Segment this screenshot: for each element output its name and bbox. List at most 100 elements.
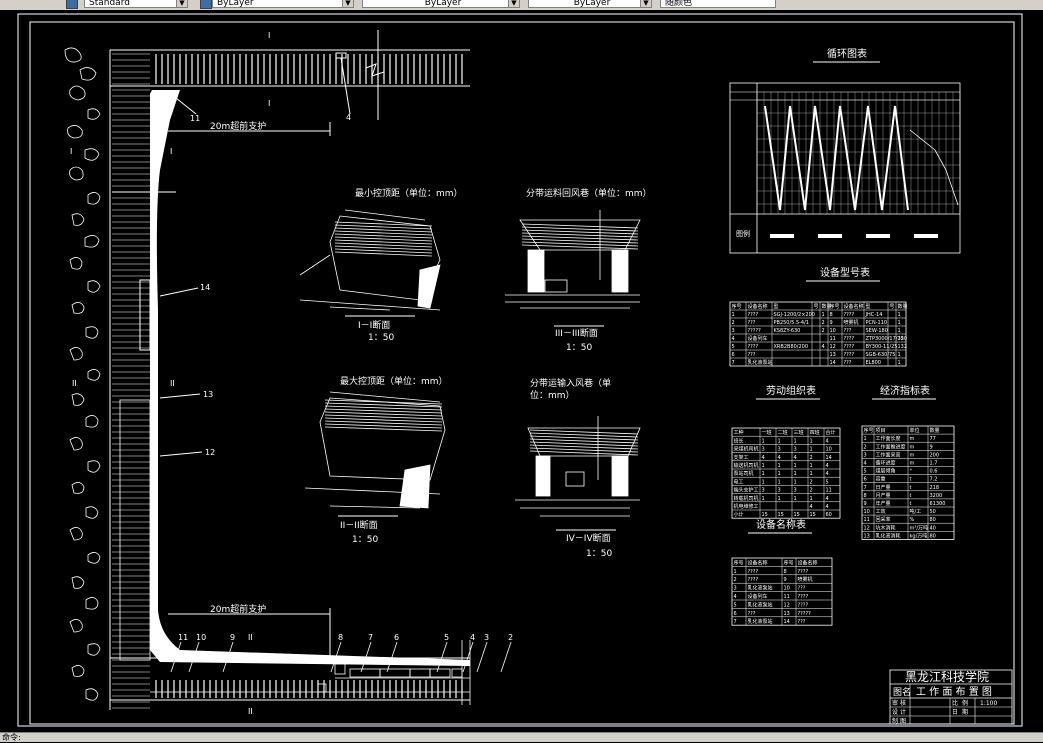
- equipNameTable-cell: ?????: [798, 611, 812, 617]
- textstyle-icon[interactable]: [66, 0, 78, 9]
- equipNameTable-cell: 设备名称: [798, 559, 818, 566]
- cycle-legend-label: 图例: [736, 229, 750, 238]
- bottom-callout-8: 8: [338, 633, 343, 642]
- cycle-title: 循环图表: [827, 47, 867, 60]
- titleblock-row5-cell: 图: [900, 718, 906, 725]
- equipModelTable-cell: SEW-180: [866, 328, 888, 334]
- layer-value: ByLayer: [217, 0, 254, 8]
- section-1-scale: 1：50: [368, 333, 394, 343]
- chevron-down-icon[interactable]: ▼: [508, 0, 519, 7]
- lineweight-combo[interactable]: ByLayer ▼: [528, 0, 652, 8]
- equipNameTable-cell: 6: [734, 611, 737, 617]
- econTable-cell: 11: [864, 517, 870, 523]
- equipModelTable-cell: 12: [830, 344, 836, 350]
- command-line[interactable]: 命令:: [0, 732, 1043, 742]
- equipModelTable-cell: 3: [732, 328, 735, 334]
- section-3-title: 最大控顶距（单位：mm）: [340, 375, 448, 387]
- econTable-cell: 50: [930, 509, 936, 515]
- section-2-scale: 1：50: [566, 343, 592, 353]
- equipNameTable-cell: ????: [798, 602, 809, 608]
- equipNameTable-cell: 乳化液泵站: [748, 601, 773, 608]
- equipModelTable-cell: 数量: [898, 303, 908, 310]
- econTable-cell: 吨/工: [910, 508, 922, 515]
- section-mark-I-left: I: [70, 147, 72, 156]
- chevron-down-icon[interactable]: ▼: [640, 0, 651, 7]
- equipModelTable-cell: 1: [898, 320, 901, 326]
- equipModelTable-cell: 4: [822, 344, 825, 350]
- equipModelTable-cell: ???: [748, 320, 756, 326]
- equip-model-table: 设备型号表 序号设备名称型号数量序号设备名称型号数量1????SGJ-1200/…: [729, 266, 908, 367]
- equipNameTable-cell: 8: [784, 569, 787, 575]
- laborTable-cell: 15: [810, 512, 816, 518]
- econTable-cell: 序号: [864, 427, 874, 434]
- econTable-cell: t: [910, 485, 912, 491]
- equipNameTable-cell: ????: [748, 569, 759, 575]
- plotstyle-combo[interactable]: 随颜色: [660, 0, 776, 8]
- laborTable-cell: 1: [762, 471, 765, 477]
- laborTable-cell: 3: [794, 447, 797, 453]
- equipModelTable-cell: ????: [844, 312, 855, 318]
- equipModelTable-cell: 喷雾机: [844, 319, 859, 326]
- equipModelTable-cell: 4: [732, 336, 735, 342]
- equipModelTable-cell: 6: [732, 352, 735, 358]
- econTable-cell: kg/万吨: [910, 532, 928, 539]
- laborTable-cell: 1: [810, 471, 813, 477]
- econTable-cell: 工效: [876, 508, 886, 515]
- laborTable-cell: 班长: [734, 437, 744, 444]
- drawing-canvas[interactable]: 20m超前支护 11 4 I I I I II II 14 13 12 20m超…: [0, 10, 1043, 732]
- laborTable-cell: 2: [810, 479, 813, 485]
- section-mark-I-right: I: [170, 147, 172, 156]
- laborTable-cell: 2: [810, 488, 813, 494]
- equipNameTable-cell: 乳化液泵站: [748, 618, 773, 625]
- equipModelTable-cell: ZTP3000/17/32: [866, 336, 904, 342]
- titleblock-row3-cell: 比: [952, 699, 958, 707]
- econTable-cell: 3: [864, 452, 867, 458]
- equipModelTable-cell: ?????: [748, 328, 762, 334]
- econTable-cell: 4: [864, 461, 867, 467]
- section-mark-top: I: [268, 31, 270, 40]
- layer-icon[interactable]: [200, 0, 212, 9]
- callout-4-top: 4: [346, 113, 351, 122]
- econTable-cell: 9: [930, 444, 933, 450]
- section-mark-top-2: I: [268, 99, 270, 108]
- econTable-cell: t: [910, 501, 912, 507]
- laborTable-cell: 11: [826, 488, 832, 494]
- equipModelTable-cell: 132: [898, 344, 908, 350]
- equipModelTable-cell: EL800: [866, 360, 882, 366]
- equipModelTable-cell: 1: [822, 312, 825, 318]
- section-3-scale: 1：50: [352, 535, 378, 545]
- equipNameTable-cell: 7: [734, 619, 737, 625]
- econTable-cell: m: [910, 461, 915, 467]
- equipNameTable-cell: 序号: [734, 559, 744, 566]
- titleblock-label: 图名: [893, 686, 911, 698]
- titleblock-row3-cell: 1:100: [980, 700, 997, 707]
- section-4-title-2: 位：mm）: [530, 389, 575, 401]
- econTable-cell: t: [910, 477, 912, 483]
- econTable-cell: 5: [864, 469, 867, 475]
- chevron-down-icon[interactable]: ▼: [176, 0, 187, 7]
- roadway-equipment: [150, 640, 471, 705]
- titleblock-row4-cell: 期: [962, 708, 968, 716]
- callout-12: 12: [205, 448, 215, 457]
- laborTable-cell: 合计: [826, 429, 836, 436]
- textstyle-combo[interactable]: Standard ▼: [84, 0, 188, 8]
- equipModelTable-cell: ???: [748, 352, 756, 358]
- laborTable-cell: 60: [826, 512, 832, 518]
- linetype-combo[interactable]: ByLayer ▼: [362, 0, 520, 8]
- equipNameTable-cell: 14: [784, 619, 790, 625]
- titleblock-value: 工 作 面 布 置 图: [916, 686, 992, 698]
- layer-combo[interactable]: ByLayer ▼: [212, 0, 354, 8]
- econTable-cell: 0.6: [930, 469, 938, 475]
- bottom-callout-6: 6: [394, 633, 399, 642]
- equipModelTable-cell: 7: [732, 360, 735, 366]
- laborTable-cell: 10: [826, 447, 832, 453]
- linetype-value: ByLayer: [424, 0, 462, 8]
- laborTable-cell: 电工: [734, 478, 744, 485]
- properties-toolbar: Standard ▼ ByLayer ▼ ByLayer ▼ ByLayer ▼…: [0, 0, 1043, 11]
- laborTable-cell: 4: [762, 455, 765, 461]
- laborTable-cell: 端头支护工: [734, 487, 759, 494]
- chevron-down-icon[interactable]: ▼: [342, 0, 353, 7]
- equipModelTable-cell: ????: [748, 344, 759, 350]
- econTable-cell: 218: [930, 485, 940, 491]
